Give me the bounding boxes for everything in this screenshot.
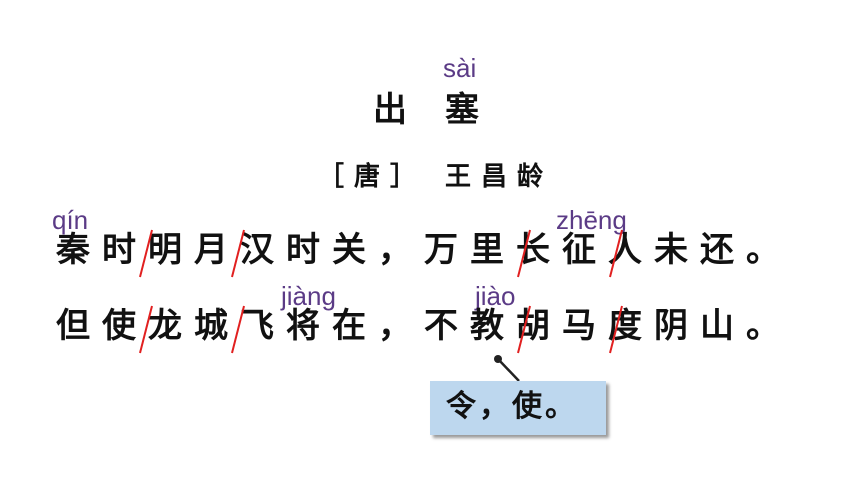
note-callout: 令，使。	[430, 381, 606, 435]
poem-line-2: 但使龙城飞将在，不教胡马度阴山。	[56, 306, 792, 346]
poem-author: ［唐］ 王昌龄	[318, 162, 554, 192]
pause-slash	[139, 229, 153, 278]
title-char-sai: 塞	[445, 90, 479, 130]
title-pinyin-sai: sài	[443, 53, 477, 83]
pinyin-zheng: zhēng	[556, 205, 627, 235]
pointer-line	[497, 358, 520, 382]
pause-slash	[139, 305, 153, 354]
pinyin-qin: qín	[52, 205, 89, 235]
pinyin-jiao: jiào	[475, 281, 516, 311]
pause-slash	[231, 229, 245, 278]
note-text: 令，使。	[446, 389, 578, 424]
title-char-chu: 出	[373, 90, 407, 130]
poem-line-1: 秦时明月汉时关，万里长征人未还。	[56, 230, 792, 270]
pause-slash	[517, 305, 531, 354]
pause-slash	[609, 229, 623, 278]
pause-slash	[517, 229, 531, 278]
pinyin-jiang: jiàng	[281, 281, 336, 311]
pause-slash	[609, 305, 623, 354]
pause-slash	[231, 305, 245, 354]
